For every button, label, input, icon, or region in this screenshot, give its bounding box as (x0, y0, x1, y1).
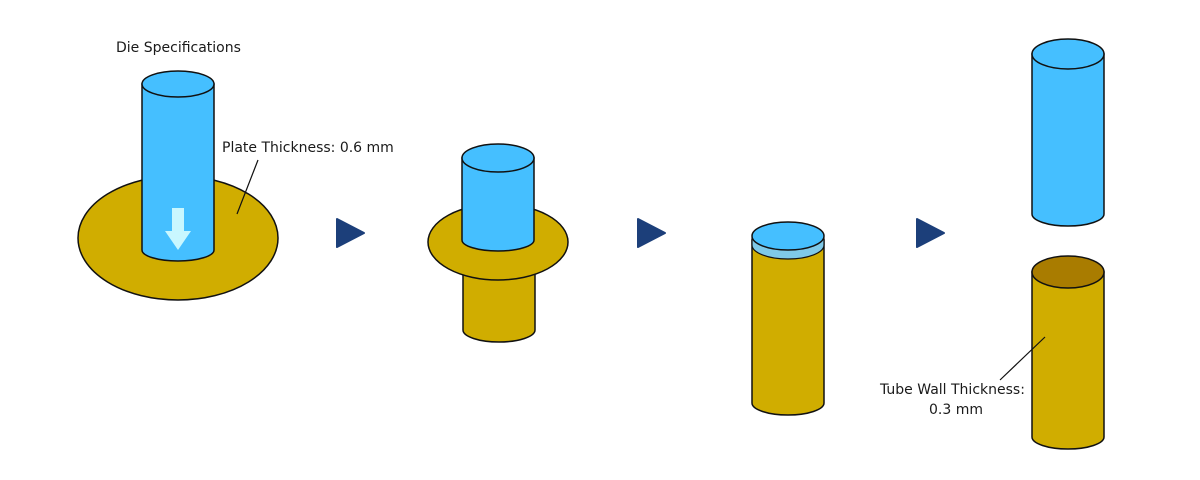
step-arrow-icon-1 (336, 218, 365, 248)
drawn-cup-lower (462, 261, 536, 343)
drawn-tube-body (751, 239, 825, 416)
step-arrow-icon-2 (637, 218, 666, 248)
die-top-face (141, 70, 215, 98)
stage-2-partially-drawn (427, 143, 569, 343)
die-body (1031, 53, 1105, 227)
tube-wall-thickness-label: Tube Wall Thickness: (879, 382, 1025, 398)
finished-tube-body (1031, 271, 1105, 450)
tube-wall-thickness-value: 0.3 mm (929, 402, 983, 418)
stage-3-fully-drawn-tube (751, 221, 825, 416)
tube-inner-opening (1031, 255, 1105, 289)
plate-thickness-leader-line (236, 159, 259, 215)
die-top-face (461, 143, 535, 173)
step-arrow-icon-3 (916, 218, 945, 248)
plate-thickness-label: Plate Thickness: 0.6 mm (222, 140, 394, 156)
die-specifications-label: Die Specifications (116, 40, 241, 56)
stage-4-die-removed (1031, 38, 1105, 450)
die-top-face (1031, 38, 1105, 70)
die-body (461, 157, 535, 252)
press-direction-arrow-icon (165, 208, 191, 250)
die-body (141, 83, 215, 262)
tube-wall-thickness-leader-line (999, 336, 1046, 381)
die-top-face (751, 221, 825, 251)
stage-1-die-pressing-plate (77, 70, 279, 301)
